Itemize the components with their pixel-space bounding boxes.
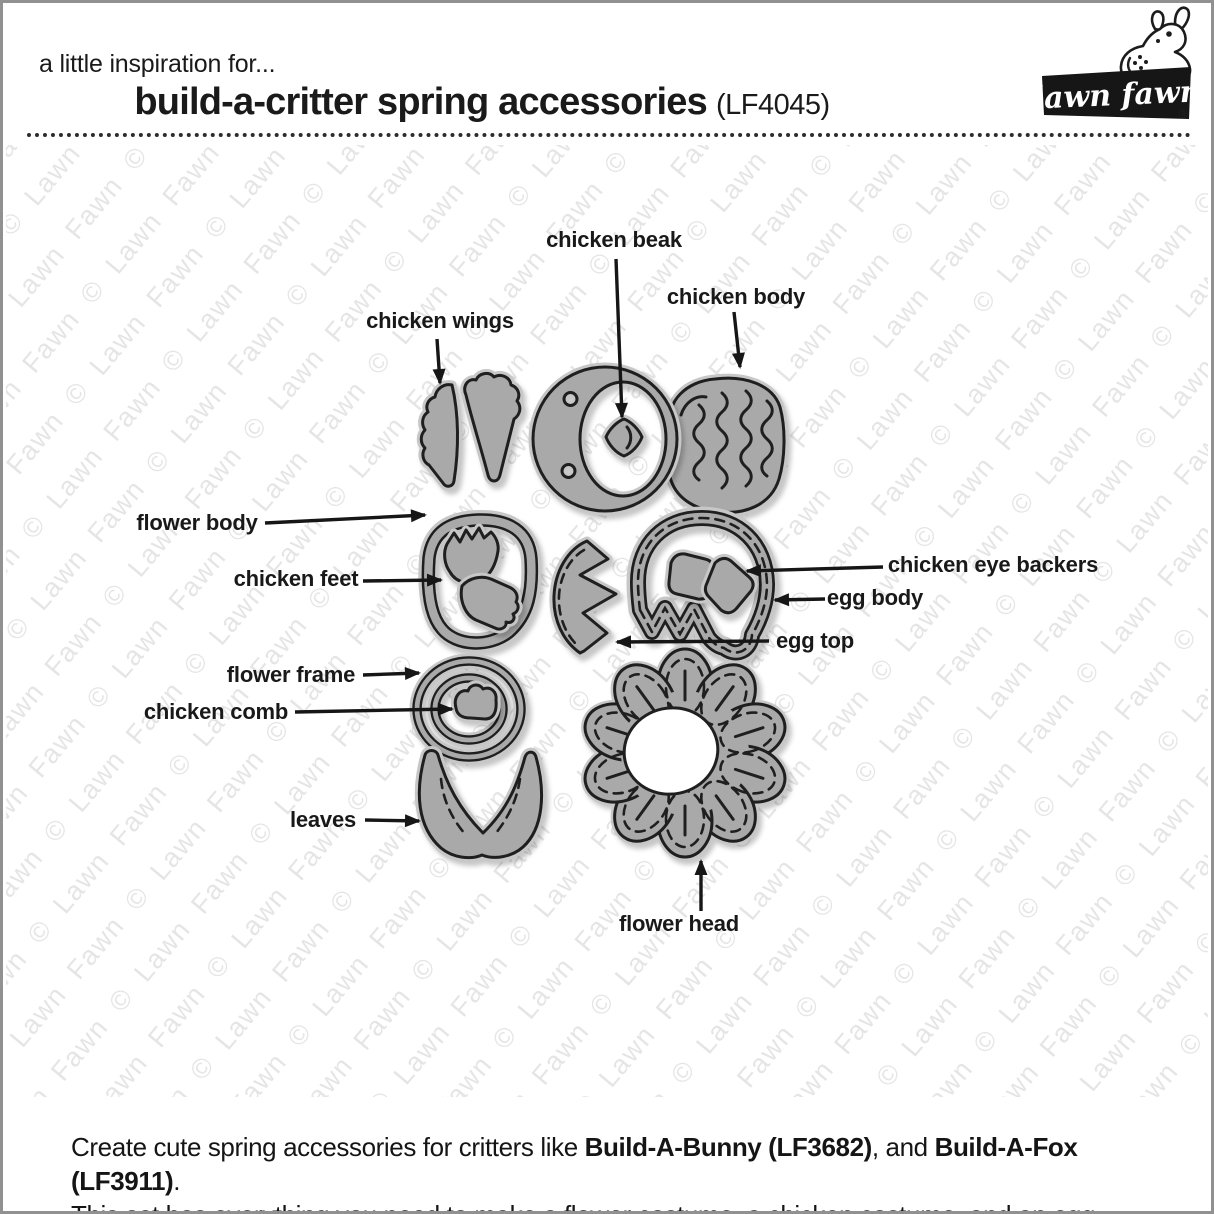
egg-body-die	[626, 506, 779, 664]
footer-line-1: Create cute spring accessories for critt…	[71, 1132, 1078, 1196]
die-diagram	[264, 6, 1192, 911]
lawn-fawn-logo	[1042, 6, 1192, 119]
egg-top-die	[549, 536, 621, 658]
leaves-die	[414, 746, 547, 863]
chicken-body-die	[660, 373, 789, 518]
label-flower-body: flower body	[136, 510, 258, 535]
chicken-face-die	[528, 362, 682, 516]
registered-trademark: ®	[1179, 107, 1188, 121]
page-title-row: build-a-critter spring accessories(LF404…	[3, 81, 961, 124]
label-chicken-feet: chicken feet	[233, 566, 359, 591]
label-chicken-comb: chicken comb	[143, 699, 289, 724]
label-arrows	[264, 258, 884, 911]
label-flower-head: flower head	[618, 911, 740, 936]
label-egg-top: egg top	[775, 628, 855, 653]
footer-description: Create cute spring accessories for critt…	[71, 1130, 1181, 1211]
chicken-beak-die	[601, 414, 647, 461]
flower-head-die	[581, 645, 789, 861]
chicken-wings-die	[416, 368, 525, 491]
page-title: build-a-critter spring accessories	[134, 81, 707, 123]
label-flower-frame: flower frame	[226, 662, 356, 687]
label-egg-body: egg body	[826, 585, 924, 610]
product-code: (LF4045)	[715, 89, 830, 121]
label-leaves: leaves	[289, 807, 357, 832]
logo-box	[1042, 67, 1191, 119]
label-chicken-eye-backers: chicken eye backers	[887, 552, 1099, 577]
chicken-comb-die	[450, 680, 501, 724]
footer-line-2: This set has everything you need to make…	[71, 1198, 1181, 1211]
label-chicken-body: chicken body	[666, 284, 806, 309]
flower-body-die	[418, 509, 542, 653]
brand-wordmark: lawn fawn	[1031, 73, 1203, 117]
label-chicken-beak: chicken beak	[546, 227, 682, 252]
dotted-divider	[27, 133, 1191, 137]
chicken-eye-backers-die	[664, 549, 758, 618]
chicken-feet-die	[440, 523, 523, 634]
header-tagline: a little inspiration for...	[39, 50, 276, 78]
label-chicken-wings: chicken wings	[366, 308, 514, 333]
